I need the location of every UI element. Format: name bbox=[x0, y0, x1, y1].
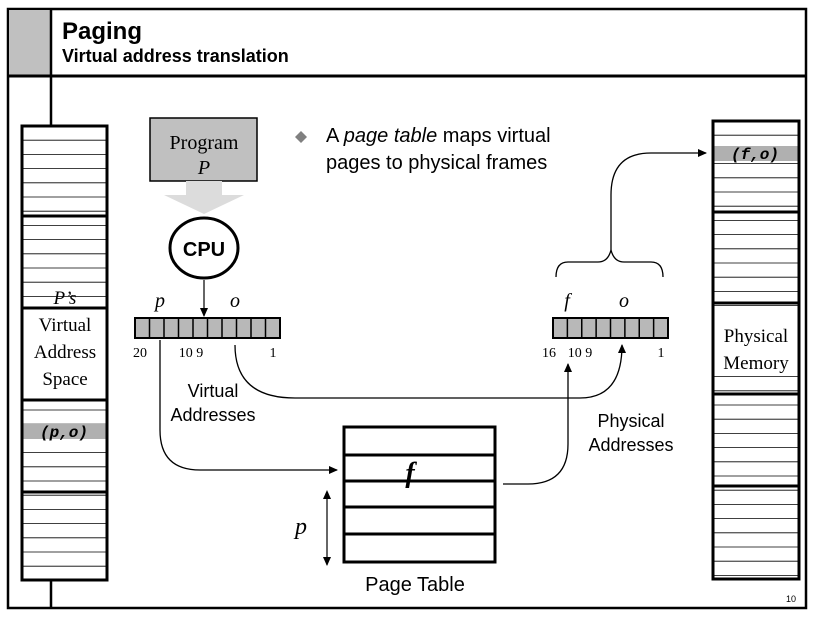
physical-to-memory-arrow bbox=[610, 149, 707, 250]
virtual-caption-2: Addresses bbox=[170, 405, 255, 425]
header-corner-block bbox=[9, 10, 51, 75]
page-table-caption: Page Table bbox=[365, 574, 465, 596]
physical-caption-1: Physical bbox=[597, 411, 664, 431]
slide-title: Paging bbox=[62, 18, 142, 45]
virtual-space-label-1: P’s bbox=[53, 288, 77, 309]
virtual-space-label-3: Address bbox=[34, 342, 96, 363]
virtual-bit-low: 1 bbox=[270, 346, 277, 361]
virtual-address-space: P’s Virtual Address Space (p,o) bbox=[20, 124, 109, 582]
virtual-space-label-2: Virtual bbox=[39, 315, 92, 336]
physical-address-register: f o 16 10 9 1 Physical Addresses bbox=[542, 290, 674, 455]
frame-to-physical-arrow bbox=[503, 363, 572, 485]
physical-entry-highlight bbox=[713, 146, 799, 161]
virtual-label-mask bbox=[23, 310, 106, 398]
bullet-icon bbox=[295, 131, 307, 143]
program-to-cpu-arrow bbox=[164, 181, 244, 214]
page-table-entry: f bbox=[405, 458, 417, 489]
virtual-page-label: p bbox=[153, 290, 165, 312]
slide-subtitle: Virtual address translation bbox=[62, 46, 289, 66]
physical-memory: Physical Memory (f,o) bbox=[711, 119, 801, 581]
virtual-entry-highlight bbox=[22, 424, 107, 439]
virtual-entry-label: (p,o) bbox=[40, 424, 88, 442]
page-number-to-table-arrow bbox=[159, 340, 338, 474]
slide-border bbox=[6, 7, 808, 610]
physical-address-brace bbox=[555, 249, 664, 278]
page-table: f Page Table bbox=[342, 425, 497, 596]
physical-memory-label-2: Memory bbox=[723, 353, 789, 374]
virtual-bit-high: 20 bbox=[133, 346, 147, 361]
bullet-line-1: A page table maps virtual bbox=[326, 125, 551, 147]
physical-memory-label-1: Physical bbox=[724, 326, 788, 347]
physical-entry-label: (f,o) bbox=[731, 146, 779, 164]
program-label: Program bbox=[170, 132, 239, 154]
physical-bit-low: 1 bbox=[658, 346, 665, 361]
page-table-frame bbox=[342, 425, 497, 564]
virtual-address-register: p o 20 10 9 1 Virtual Addresses bbox=[133, 290, 281, 425]
program-name: P bbox=[197, 157, 210, 179]
virtual-caption-1: Virtual bbox=[188, 381, 239, 401]
physical-bit-high: 16 bbox=[542, 346, 556, 361]
physical-frame-label: f bbox=[564, 290, 572, 312]
physical-offset-label: o bbox=[619, 290, 629, 312]
physical-bit-mid: 10 9 bbox=[568, 346, 593, 361]
physical-caption-2: Addresses bbox=[588, 435, 673, 455]
offset-copy-arrow bbox=[234, 344, 626, 399]
cpu: CPU bbox=[168, 216, 240, 280]
virtual-offset-label: o bbox=[230, 290, 240, 312]
cpu-label: CPU bbox=[183, 239, 225, 261]
page-index-label: p bbox=[293, 514, 307, 540]
physical-label-mask bbox=[714, 318, 798, 376]
program-box: Program P bbox=[149, 117, 258, 182]
bullet-line-2: pages to physical frames bbox=[326, 152, 547, 174]
page-number: 10 bbox=[786, 594, 796, 604]
virtual-bit-mid: 10 9 bbox=[179, 346, 204, 361]
virtual-space-label-4: Space bbox=[42, 369, 87, 390]
